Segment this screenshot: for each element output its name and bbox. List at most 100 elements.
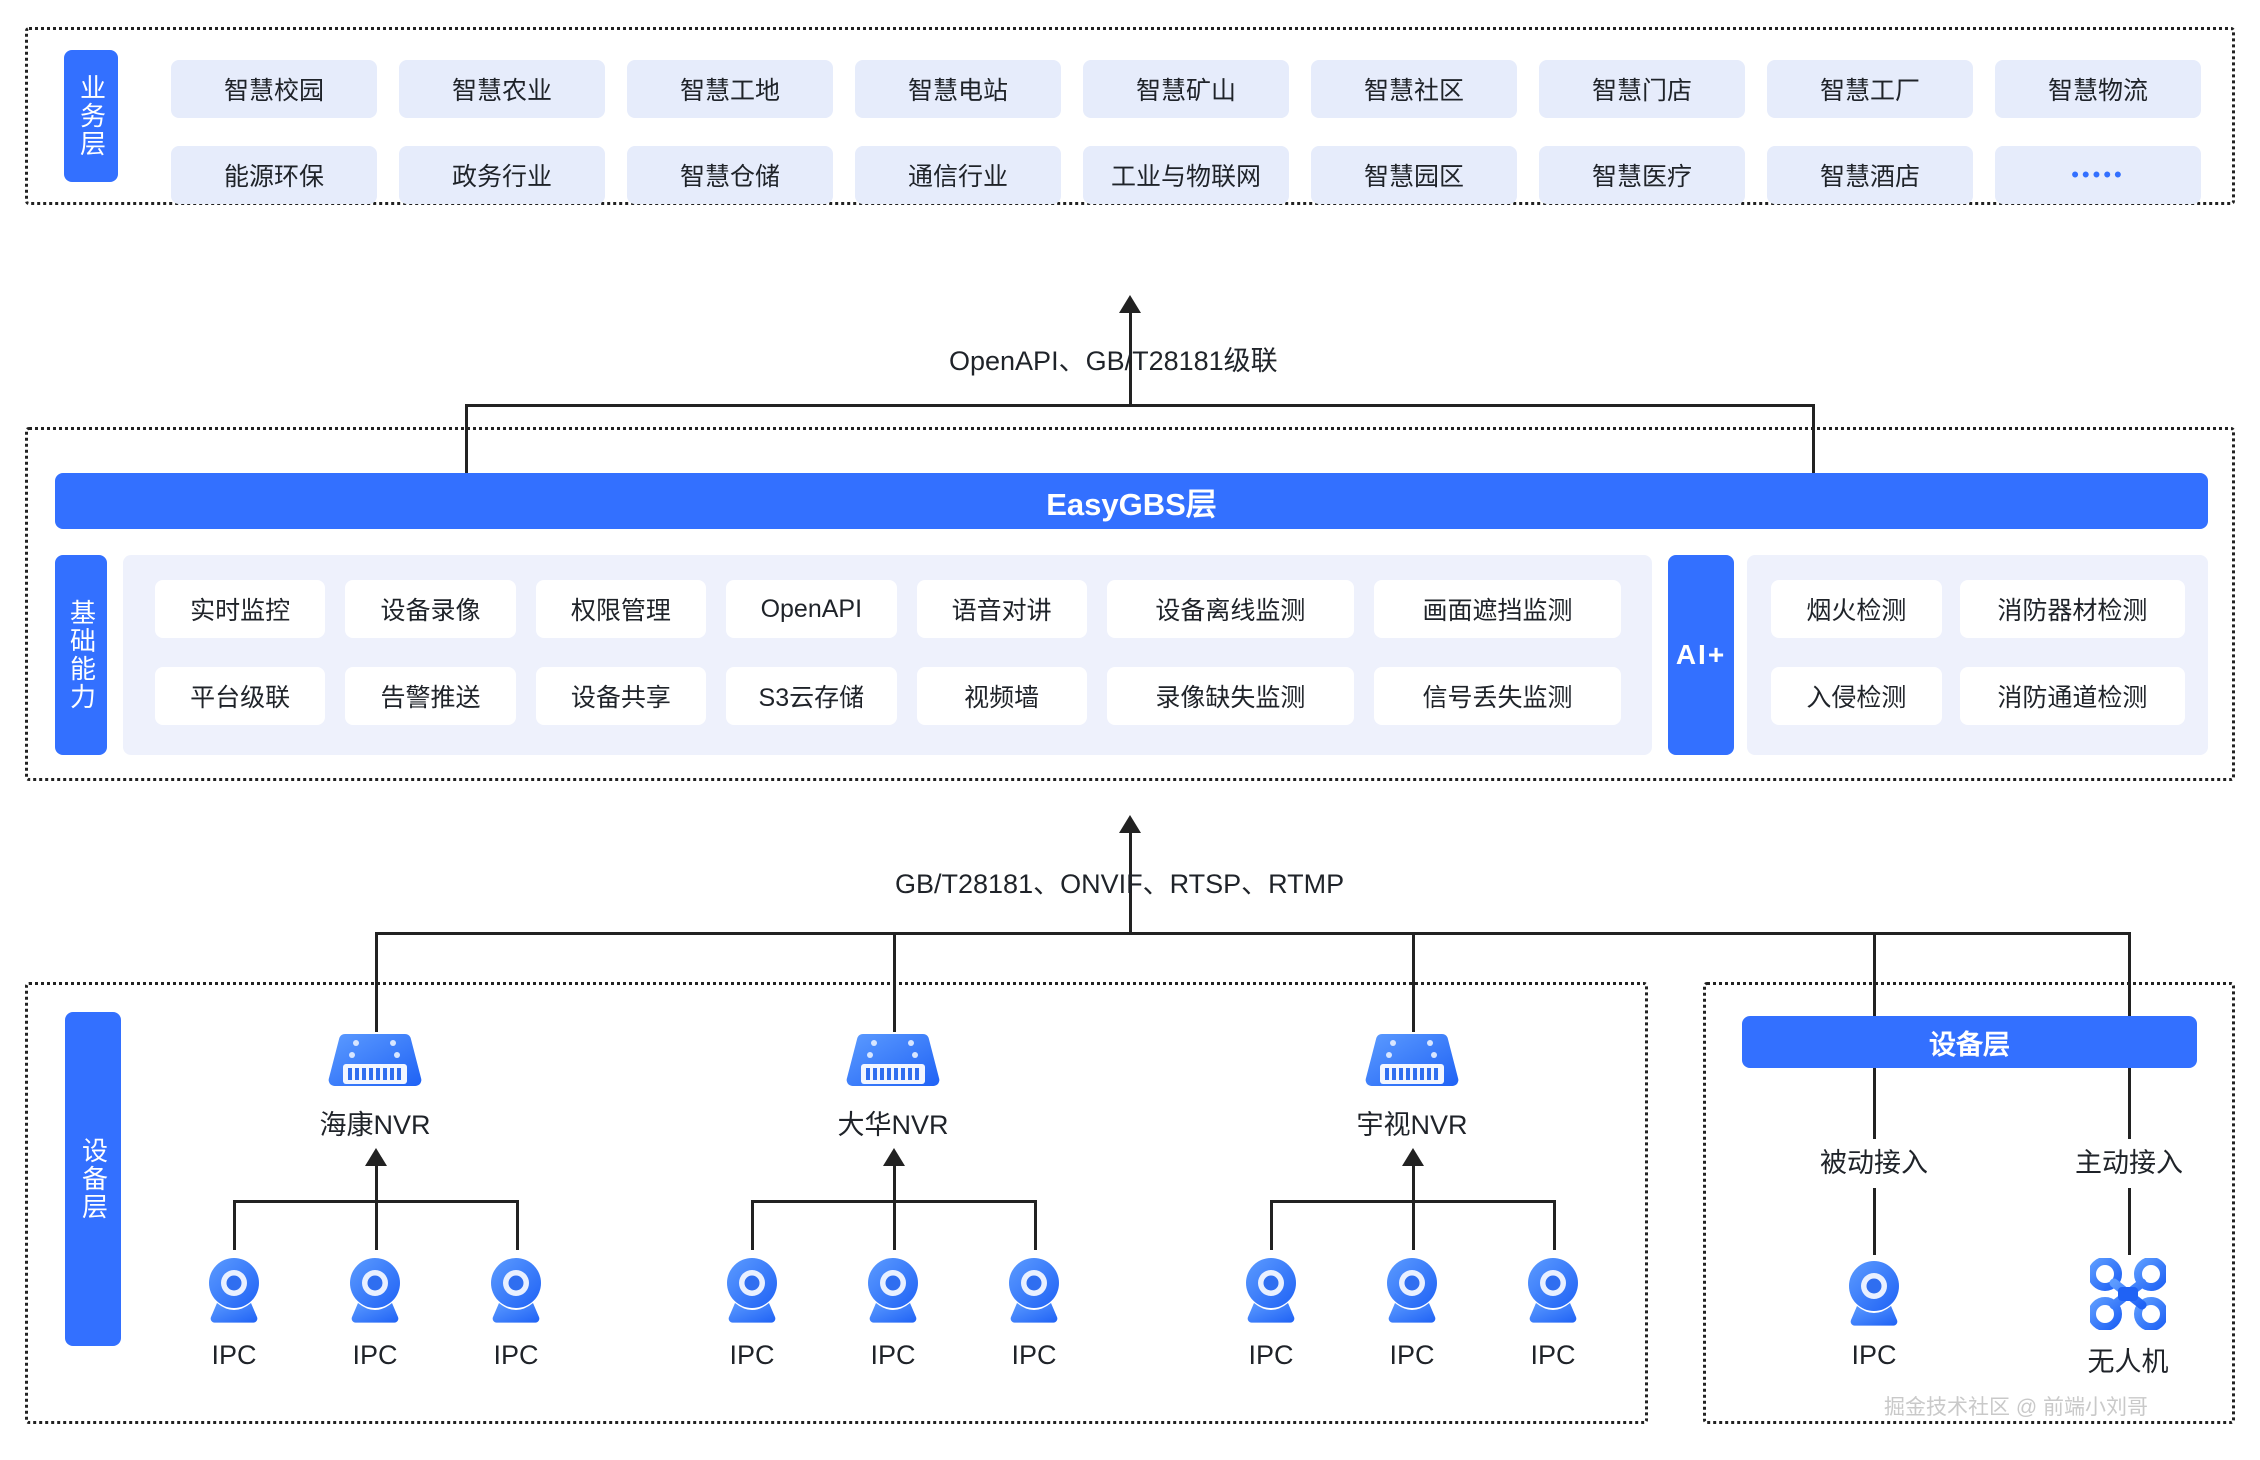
nvr-icon: [327, 1030, 423, 1092]
business-row-2: 能源环保 政务行业 智慧仓储 通信行业 工业与物联网 智慧园区 智慧医疗 智慧酒…: [171, 146, 2201, 204]
ai-chip[interactable]: 入侵检测: [1771, 667, 1942, 725]
branch-line-passive-top: [1873, 1068, 1876, 1139]
ipc-camera-icon: [1004, 1255, 1064, 1327]
business-chip[interactable]: 工业与物联网: [1083, 146, 1289, 204]
capability-chip[interactable]: 告警推送: [345, 667, 516, 725]
easygbs-title-text: EasyGBS层: [1046, 486, 1217, 522]
business-chip[interactable]: 智慧酒店: [1767, 146, 1973, 204]
capability-chip[interactable]: 设备录像: [345, 580, 516, 638]
camera-label: IPC: [729, 1340, 775, 1370]
nvr-group-arrowhead: [1402, 1148, 1424, 1166]
camera-drop: [375, 1165, 378, 1250]
ipc-camera-icon: [1382, 1255, 1442, 1327]
camera-drop: [233, 1200, 236, 1250]
capability-row-1: 实时监控 设备录像 权限管理 OpenAPI 语音对讲 设备离线监测 画面遮挡监…: [155, 580, 1621, 638]
business-chip[interactable]: 智慧社区: [1311, 60, 1517, 118]
business-chip[interactable]: 智慧工厂: [1767, 60, 1973, 118]
device-layer-side-label-text: 设备层: [78, 1137, 109, 1221]
business-chip[interactable]: 智慧矿山: [1083, 60, 1289, 118]
nvr-label: 宇视NVR: [1356, 1110, 1468, 1140]
ai-row-1: 烟火检测 消防器材检测: [1771, 580, 2185, 638]
connector-bottom-bracket: [375, 932, 2130, 935]
camera-label: IPC: [211, 1340, 257, 1370]
capability-chip[interactable]: 语音对讲: [916, 580, 1087, 638]
watermark: 掘金技术社区 @ 前端小刘哥: [1884, 1396, 2148, 1419]
capability-chip[interactable]: 画面遮挡监测: [1373, 580, 1621, 638]
camera-drop: [751, 1200, 754, 1250]
camera-drop: [1553, 1200, 1556, 1250]
business-chip[interactable]: 智慧仓储: [627, 146, 833, 204]
capability-chip[interactable]: 设备离线监测: [1106, 580, 1354, 638]
connector-bottom-arrowhead: [1119, 815, 1141, 833]
camera-drop: [1270, 1200, 1273, 1250]
capability-chip[interactable]: 录像缺失监测: [1106, 667, 1354, 725]
camera-label: IPC: [493, 1340, 539, 1370]
branch-device-label: IPC: [1851, 1340, 1897, 1370]
device-layer-right-title: 设备层: [1742, 1016, 2197, 1068]
capability-side-label-text: 基础能力: [66, 599, 97, 711]
business-chip[interactable]: 智慧医疗: [1539, 146, 1745, 204]
capability-chip[interactable]: S3云存储: [726, 667, 897, 725]
branch-line-passive-bottom: [1873, 1188, 1876, 1255]
ai-chip[interactable]: 消防通道检测: [1959, 667, 2185, 725]
branch-device-label: 无人机: [2087, 1347, 2169, 1377]
capability-chip[interactable]: 视频墙: [916, 667, 1087, 725]
ipc-camera-icon: [722, 1255, 782, 1327]
capability-side-label: 基础能力: [55, 555, 107, 755]
business-chip-more[interactable]: •••••: [1995, 146, 2201, 204]
nvr-icon: [1364, 1030, 1460, 1092]
ipc-camera-icon: [345, 1255, 405, 1327]
ipc-camera-icon: [204, 1255, 264, 1327]
ai-plus-label-text: AI+: [1675, 639, 1727, 671]
ipc-camera-icon: [1241, 1255, 1301, 1327]
capability-chip[interactable]: 实时监控: [155, 580, 326, 638]
camera-label: IPC: [1389, 1340, 1435, 1370]
branch-line-active-top: [2128, 1068, 2131, 1139]
nvr-group-arrowhead: [365, 1148, 387, 1166]
camera-label: IPC: [870, 1340, 916, 1370]
nvr-group-arrowhead: [883, 1148, 905, 1166]
capability-chip[interactable]: 权限管理: [535, 580, 707, 638]
ai-chip[interactable]: 消防器材检测: [1959, 580, 2185, 638]
camera-label: IPC: [1530, 1340, 1576, 1370]
camera-drop: [893, 1165, 896, 1250]
ai-chip[interactable]: 烟火检测: [1771, 580, 1942, 638]
branch-mode-label: 被动接入: [1820, 1148, 1928, 1178]
camera-drop: [1412, 1165, 1415, 1250]
connector-top-label: OpenAPI、GB/T28181级联: [949, 346, 1278, 376]
connector-bottom-stem: [1129, 832, 1132, 934]
camera-drop: [1034, 1200, 1037, 1250]
device-layer-right-title-text: 设备层: [1929, 1029, 2010, 1060]
branch-line-active-bottom: [2128, 1188, 2131, 1255]
business-chip[interactable]: 智慧校园: [171, 60, 377, 118]
business-chip[interactable]: 能源环保: [171, 146, 377, 204]
business-chip[interactable]: 智慧门店: [1539, 60, 1745, 118]
business-chip[interactable]: 智慧园区: [1311, 146, 1517, 204]
nvr-label: 海康NVR: [319, 1110, 431, 1140]
device-layer-side-label: 设备层: [65, 1012, 121, 1346]
connector-top-bracket: [465, 404, 1815, 407]
connector-top-arrowhead: [1119, 295, 1141, 313]
ai-row-2: 入侵检测 消防通道检测: [1771, 667, 2185, 725]
capability-row-2: 平台级联 告警推送 设备共享 S3云存储 视频墙 录像缺失监测 信号丢失监测: [155, 667, 1621, 725]
business-chip[interactable]: 智慧电站: [855, 60, 1061, 118]
business-chip[interactable]: 政务行业: [399, 146, 605, 204]
capability-chip[interactable]: 平台级联: [155, 667, 326, 725]
business-chip[interactable]: 智慧工地: [627, 60, 833, 118]
connector-top-right-drop: [1812, 404, 1815, 476]
business-layer-side-label: 业务层: [64, 50, 118, 182]
business-chip[interactable]: 通信行业: [855, 146, 1061, 204]
business-chip[interactable]: 智慧农业: [399, 60, 605, 118]
business-chip[interactable]: 智慧物流: [1995, 60, 2201, 118]
camera-label: IPC: [1011, 1340, 1057, 1370]
ipc-camera-icon: [486, 1255, 546, 1327]
device-layer-right-box: [1703, 982, 2235, 1424]
easygbs-title-bar: EasyGBS层: [55, 473, 2208, 529]
connector-top-stem: [1129, 312, 1132, 406]
capability-chip[interactable]: OpenAPI: [726, 580, 897, 638]
capability-chip[interactable]: 设备共享: [535, 667, 707, 725]
ai-plus-side-label: AI+: [1668, 555, 1734, 755]
nvr-icon: [845, 1030, 941, 1092]
capability-chip[interactable]: 信号丢失监测: [1373, 667, 1621, 725]
